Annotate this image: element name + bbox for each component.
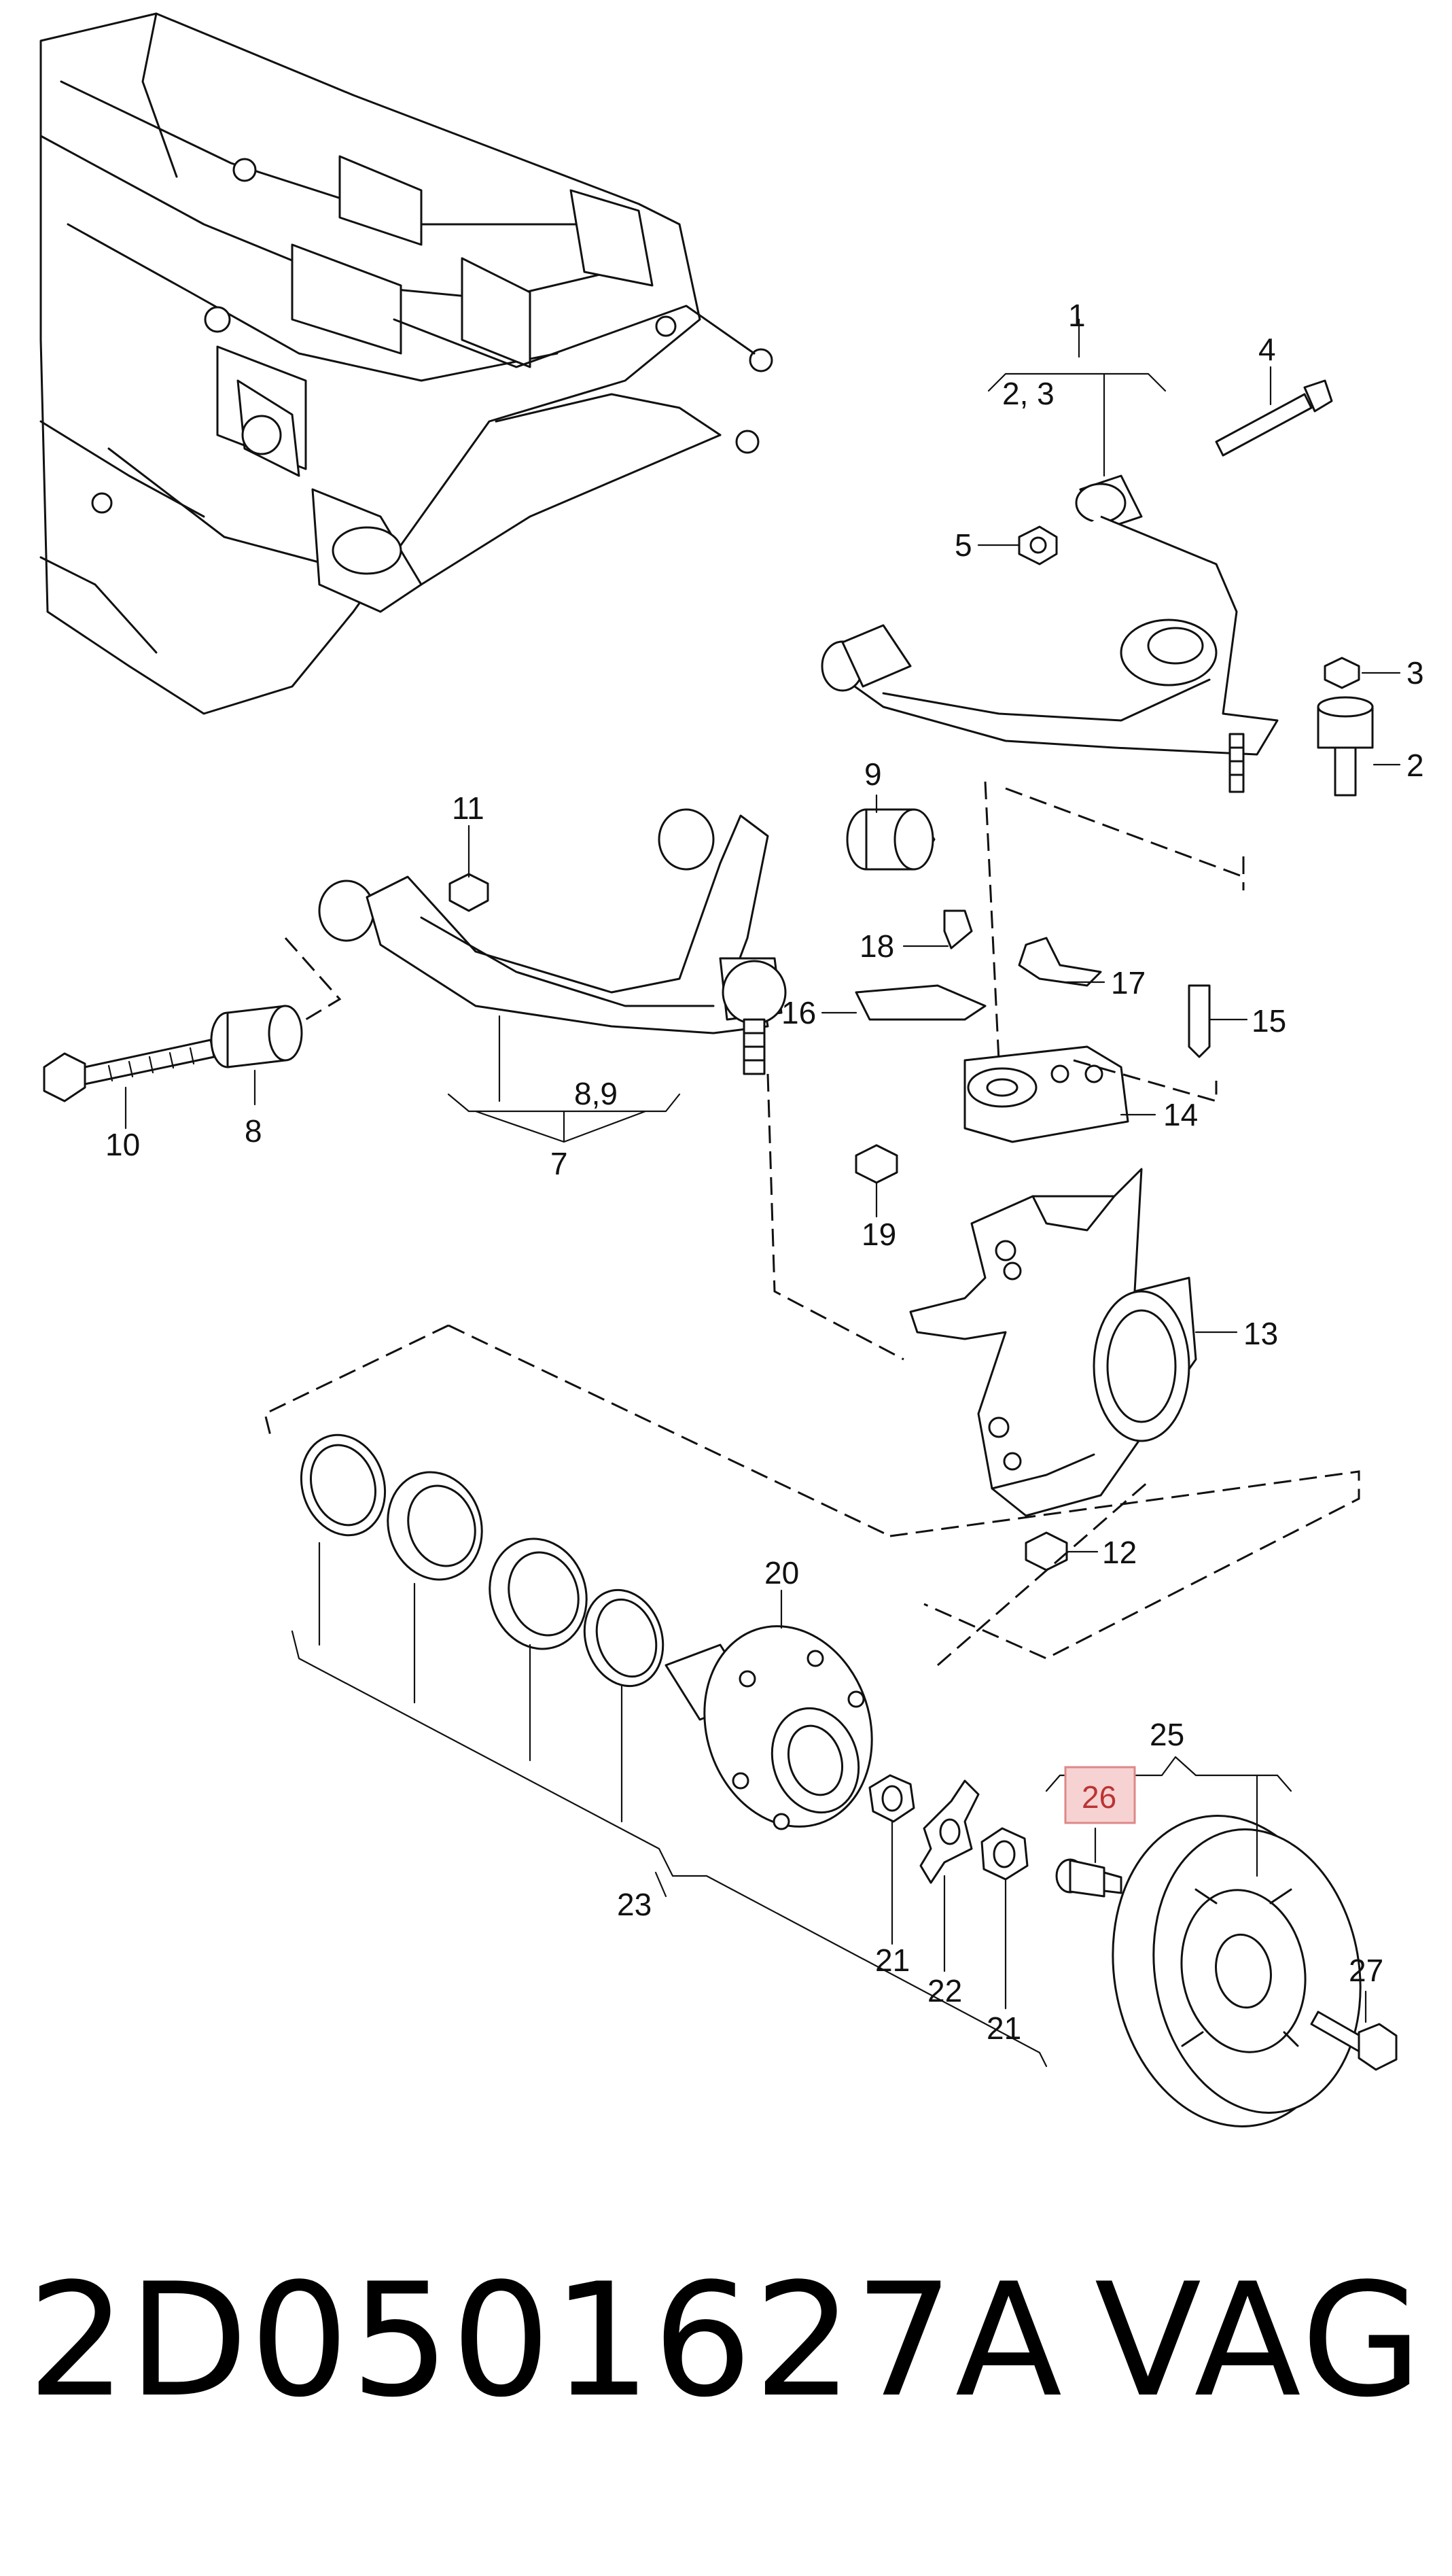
callout-14: 14: [1163, 1097, 1198, 1132]
callout-20: 20: [764, 1555, 799, 1590]
callout-8-9: 8,9: [574, 1076, 618, 1111]
bracket-assembly-drawing: [855, 909, 1211, 1184]
callout-21-b: 21: [987, 2011, 1021, 2046]
lower-control-arm-drawing: [318, 808, 787, 1075]
screw-26-drawing: [1055, 1858, 1122, 1898]
callout-labels: 1 2, 3 4 5 3 2 9 11 18 17 16 15 10 8 8,9…: [105, 298, 1424, 2046]
callout-5: 5: [955, 527, 972, 563]
part-number: 2D0501627A: [27, 2250, 1064, 2432]
nut-5-drawing: [1018, 525, 1058, 565]
callout-21-a: 21: [875, 1943, 910, 1978]
bolt-27-drawing: [1310, 2011, 1398, 2071]
callout-3: 3: [1406, 655, 1424, 691]
callout-22: 22: [927, 1973, 962, 2008]
brand-label: VAG: [1094, 2250, 1425, 2432]
ball-joint-2-drawing: [1317, 657, 1374, 797]
callout-2: 2: [1406, 748, 1424, 783]
subframe-drawing: [39, 12, 773, 715]
bearing-kit-23-drawing: [300, 1433, 665, 1688]
callout-2-3: 2, 3: [1002, 376, 1055, 411]
callout-27: 27: [1349, 1953, 1383, 1988]
nut-21-drawing: [868, 1774, 915, 1823]
callout-10: 10: [105, 1127, 140, 1162]
leader-lines: [124, 318, 1401, 2068]
callout-15: 15: [1252, 1003, 1286, 1039]
callout-1: 1: [1068, 298, 1086, 333]
callout-23: 23: [617, 1887, 652, 1922]
hub-20-drawing: [665, 1625, 873, 1830]
callout-7: 7: [550, 1146, 568, 1181]
callout-4: 4: [1258, 332, 1276, 367]
nut-11-drawing: [448, 873, 489, 912]
bushing-8-drawing: [210, 1005, 303, 1068]
brake-disc-25-drawing: [1112, 1815, 1362, 2127]
knuckle-13-drawing: [909, 1168, 1197, 1517]
lock-washer-22-drawing: [919, 1779, 980, 1884]
bolt-10-drawing: [43, 1039, 215, 1102]
callout-18: 18: [860, 928, 894, 964]
callout-8: 8: [245, 1113, 262, 1149]
callout-11: 11: [452, 790, 484, 826]
callout-13: 13: [1243, 1316, 1278, 1351]
bolt-4-drawing: [1215, 379, 1333, 457]
nut-21b-drawing: [980, 1827, 1029, 1881]
dashed-relation-lines: [264, 781, 1360, 1667]
callout-25: 25: [1150, 1717, 1184, 1752]
callout-17: 17: [1111, 965, 1146, 1000]
bushing-9-drawing: [846, 808, 936, 871]
callout-19: 19: [862, 1217, 896, 1252]
highlight-box-26: [1064, 1766, 1136, 1824]
exploded-view-drawing: 1 2, 3 4 5 3 2 9 11 18 17 16 15 10 8 8,9…: [39, 12, 1424, 2127]
callout-12: 12: [1102, 1535, 1137, 1570]
callout-9: 9: [864, 756, 882, 792]
nut-12-drawing: [1025, 1531, 1068, 1571]
upper-control-arm-drawing: [821, 474, 1279, 793]
callout-26: 26: [1082, 1779, 1116, 1815]
callout-16: 16: [781, 995, 816, 1030]
